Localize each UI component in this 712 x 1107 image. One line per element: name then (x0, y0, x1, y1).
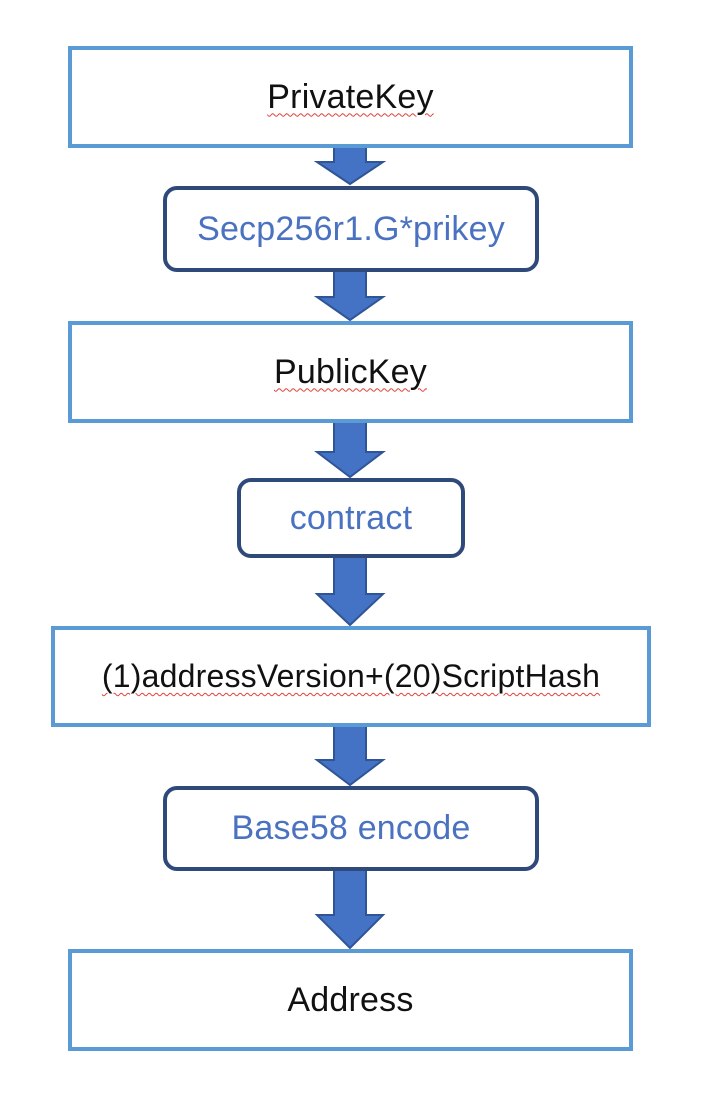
arrow-down-3 (314, 421, 386, 479)
address-version-scripthash-label: (1)addressVersion+(20)ScriptHash (101, 658, 601, 694)
arrow-down-1 (313, 146, 387, 186)
secp256r1-step-label: Secp256r1.G*prikey (197, 209, 505, 248)
arrow-down-4 (314, 556, 386, 627)
base58-encode-step-label: Base58 encode (231, 809, 471, 847)
public-key-label: PublicKey (274, 352, 427, 391)
contract-step-label: contract (289, 498, 413, 537)
secp256r1-step-box: Secp256r1.G*prikey (163, 186, 539, 272)
address-label: Address (287, 980, 414, 1019)
arrow-down-5 (314, 725, 386, 787)
private-key-box: PrivateKey (68, 46, 633, 148)
contract-step-box: contract (237, 478, 465, 558)
arrow-down-6 (314, 869, 386, 950)
base58-encode-step-box: Base58 encode (163, 786, 539, 871)
private-key-label: PrivateKey (267, 77, 434, 116)
address-version-scripthash-box: (1)addressVersion+(20)ScriptHash (51, 626, 651, 727)
public-key-box: PublicKey (68, 321, 633, 423)
address-box: Address (68, 949, 633, 1051)
arrow-down-2 (313, 270, 387, 322)
